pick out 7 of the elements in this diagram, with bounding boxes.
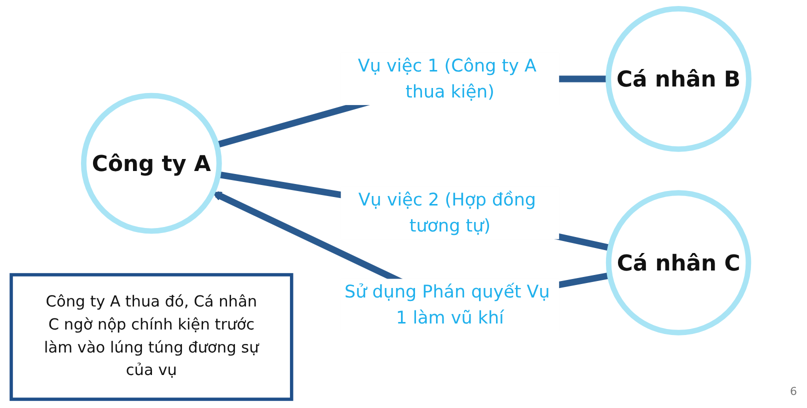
edge-label: Sử dụng Phán quyết Vụ 1 làm vũ khí — [344, 280, 550, 328]
edge-label: Vụ việc 2 (Hợp đồng tương tự) — [358, 189, 536, 236]
node-circle: Công ty A — [81, 92, 222, 234]
node-circle: Cá nhân B — [606, 6, 752, 152]
page-number: 6 — [790, 385, 797, 398]
edge-label: Vụ việc 1 (Công ty A thua kiện) — [358, 54, 536, 102]
node-circle: Cá nhân C — [606, 190, 752, 336]
